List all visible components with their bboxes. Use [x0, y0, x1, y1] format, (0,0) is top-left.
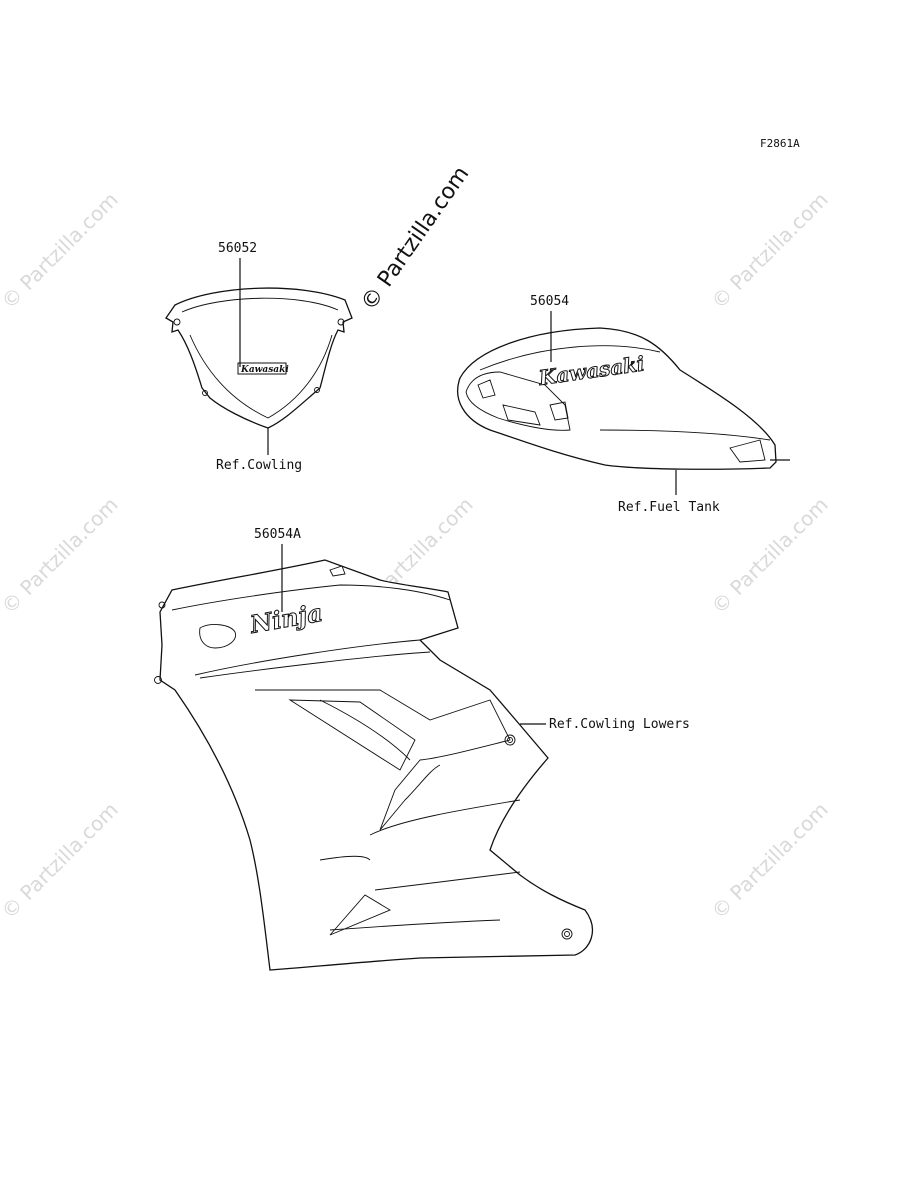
watermark-text: © Partzilla.com [0, 797, 123, 923]
ref-cowling: Ref.Cowling [216, 458, 302, 473]
part-number-56052: 56052 [218, 241, 257, 256]
watermark-text: © Partzilla.com [707, 0, 833, 9]
fuel-tank-part: Kawasaki [457, 327, 790, 470]
windshield-part: Kawasaki [165, 287, 353, 429]
ref-cowling-lowers: Ref.Cowling Lowers [549, 717, 690, 732]
ref-fuel-tank: Ref.Fuel Tank [618, 500, 720, 515]
watermark-text: © Partzilla.com [352, 0, 478, 9]
side-cowling-part: Ninja [154, 559, 594, 971]
figure-code: F2861A [760, 137, 800, 150]
part-number-56054A: 56054A [254, 527, 301, 542]
part-number-56054: 56054 [530, 294, 569, 309]
watermark-main: © Partzilla.com [356, 162, 474, 315]
watermark-text: © Partzilla.com [0, 492, 123, 618]
watermark-text: © Partzilla.com [707, 187, 833, 313]
watermark-text: © Partzilla.com [707, 797, 833, 923]
watermark-text: © Partzilla.com [707, 492, 833, 618]
watermark-text: © Partzilla.com [0, 187, 123, 313]
windshield-emblem: Kawasaki [240, 365, 289, 375]
